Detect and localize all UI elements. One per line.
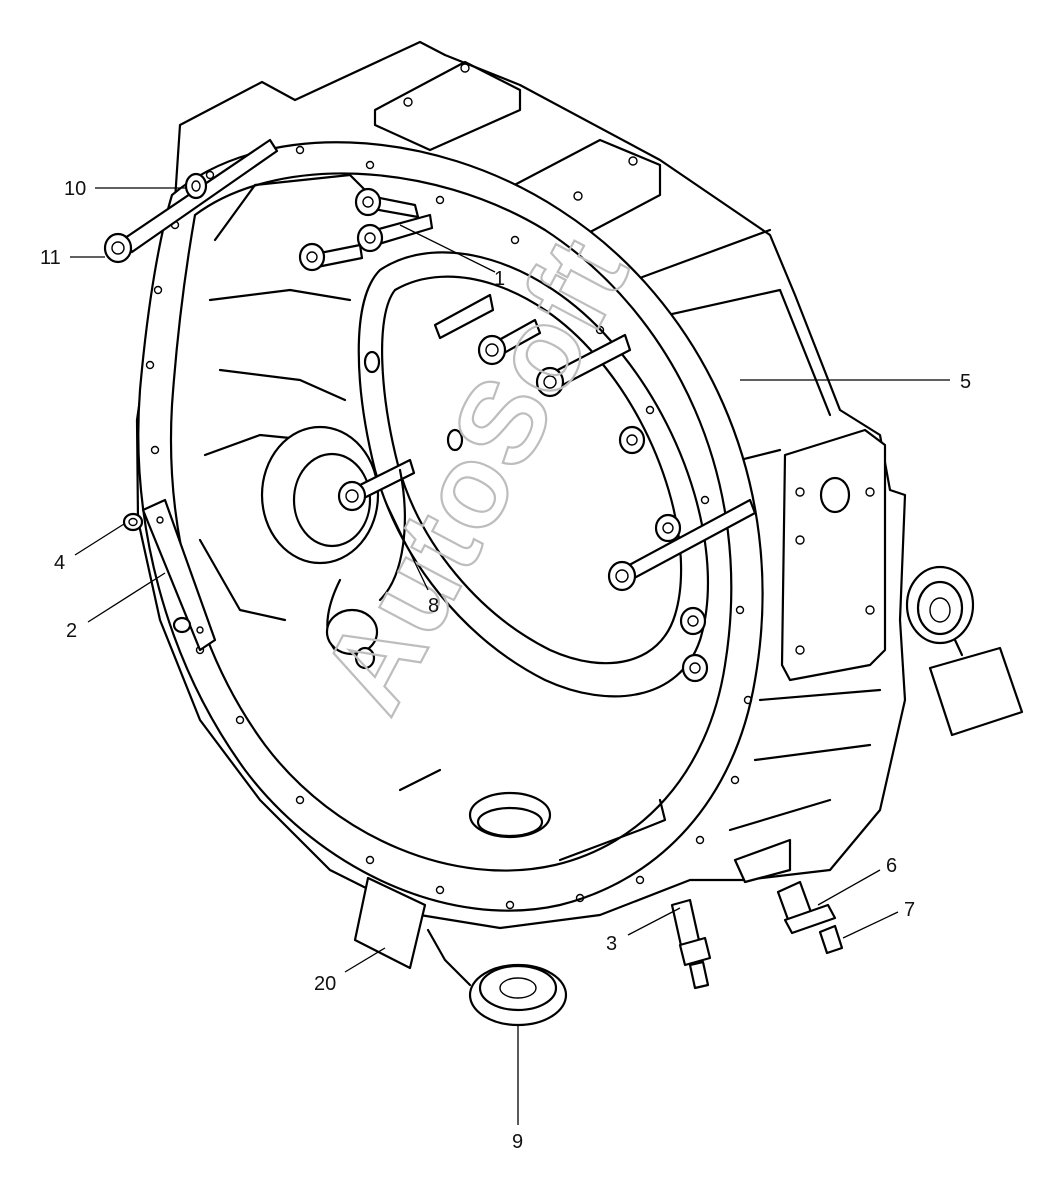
plug-cover-right bbox=[905, 565, 1024, 737]
fitting-part-6 bbox=[776, 880, 837, 935]
callout-20: 20 bbox=[314, 973, 336, 995]
socket-head-bolts bbox=[298, 187, 757, 683]
callout-2: 2 bbox=[66, 620, 77, 642]
screw-part-7 bbox=[818, 924, 844, 955]
plug-part-9 bbox=[468, 963, 568, 1027]
callout-10: 10 bbox=[64, 178, 86, 200]
callout-11: 11 bbox=[40, 247, 61, 269]
callout-9: 9 bbox=[512, 1131, 523, 1153]
nut-part-4 bbox=[122, 512, 144, 532]
callout-3: 3 bbox=[606, 933, 617, 955]
sensor-harness-part-8 bbox=[325, 468, 406, 670]
flange-bolt-holes bbox=[145, 145, 753, 910]
callout-7: 7 bbox=[904, 899, 915, 921]
cap-part-20 bbox=[353, 876, 472, 987]
callout-6: 6 bbox=[886, 855, 897, 877]
leader-lines bbox=[70, 187, 950, 1125]
callout-5: 5 bbox=[960, 371, 971, 393]
washer-part-10 bbox=[184, 172, 208, 200]
callout-4: 4 bbox=[54, 552, 65, 574]
callout-8: 8 bbox=[428, 595, 439, 617]
side-bracket bbox=[141, 498, 217, 652]
plug-part-3 bbox=[670, 898, 712, 990]
callout-1: 1 bbox=[494, 268, 505, 290]
callout-labels: 10 11 1 5 4 2 8 3 6 7 20 9 bbox=[40, 178, 971, 1153]
